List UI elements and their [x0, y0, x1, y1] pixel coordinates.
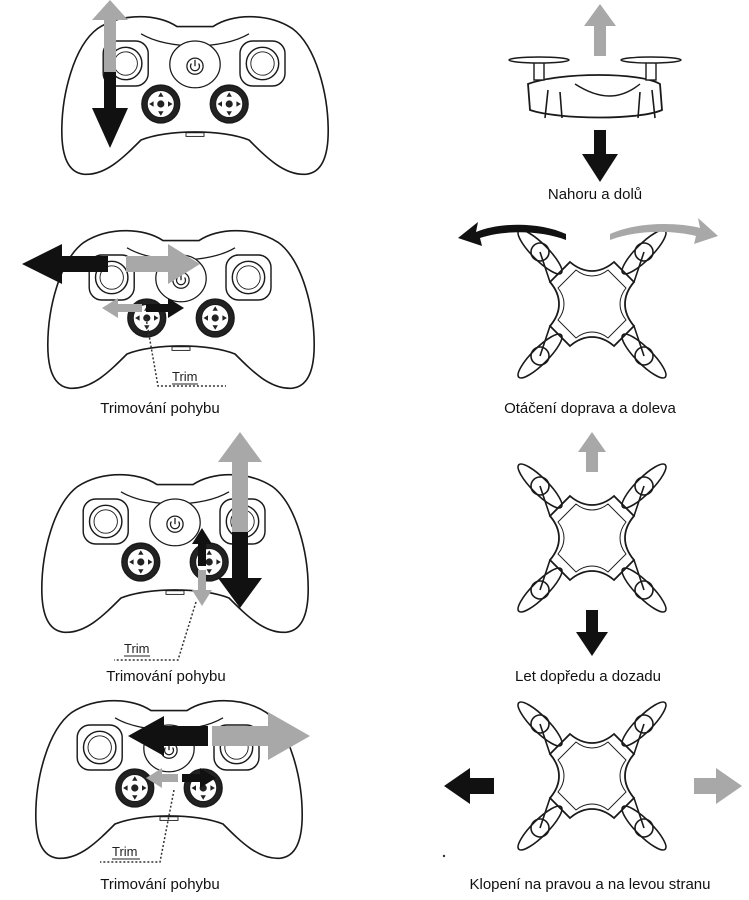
controller-throttle: [60, 15, 330, 176]
caption-pitch: Let dopředu a dozadu: [515, 668, 661, 685]
curved-arrow-right-light: [610, 218, 718, 244]
trim-arrow-left-light: [102, 298, 142, 318]
curved-arrow-left-dark: [458, 222, 566, 246]
arrow-right-light-roll: [212, 712, 310, 760]
drone-arrow-up-light: [584, 4, 616, 56]
drone-arrow-left-dark: [444, 768, 494, 804]
caption-trim-2: Trimování pohybu: [106, 668, 226, 685]
arrow-up-light: [92, 0, 128, 72]
caption-roll: Klopení na pravou a na levou stranu: [469, 876, 711, 893]
trim-arrow-right-dark-roll: [182, 768, 216, 788]
caption-trim-1: Trimování pohybu: [100, 400, 220, 417]
arrow-up-light-pitch: [218, 432, 262, 532]
trim-arrow-up-dark: [192, 528, 212, 566]
drone-side-view: [508, 56, 682, 119]
trim-arrow-down-light: [192, 570, 212, 606]
controller-pitch: [40, 473, 310, 634]
drone-arrow-down-dark: [582, 130, 618, 182]
arrow-down-dark: [92, 72, 128, 148]
arrow-left-dark: [22, 244, 108, 284]
trim-leader-line-2: [114, 601, 197, 661]
arrow-right-light: [126, 244, 200, 284]
caption-trim-3: Trimování pohybu: [100, 876, 220, 893]
trim-arrow-left-light-roll: [146, 768, 178, 788]
drone-yaw: [512, 224, 672, 384]
caption-up-down: Nahoru a dolů: [547, 186, 643, 203]
arrow-left-dark-roll: [128, 716, 208, 756]
drone-pitch: [512, 458, 672, 618]
trim-label-2: Trim: [124, 641, 150, 656]
trim-label-3: Trim: [112, 844, 138, 859]
drone-arrow-forward-light: [578, 432, 606, 472]
drone-arrow-back-dark: [576, 610, 608, 656]
caption-yaw: Otáčení doprava a doleva: [504, 400, 676, 417]
drone-roll: [512, 696, 672, 856]
trim-label-1: Trim: [172, 369, 198, 384]
arrow-down-dark-pitch: [218, 532, 262, 608]
trim-leader-line-3: [100, 789, 175, 863]
trim-arrow-right-dark: [146, 298, 184, 318]
trim-leader-line-1: [145, 317, 226, 387]
drone-arrow-right-light: [694, 768, 742, 804]
